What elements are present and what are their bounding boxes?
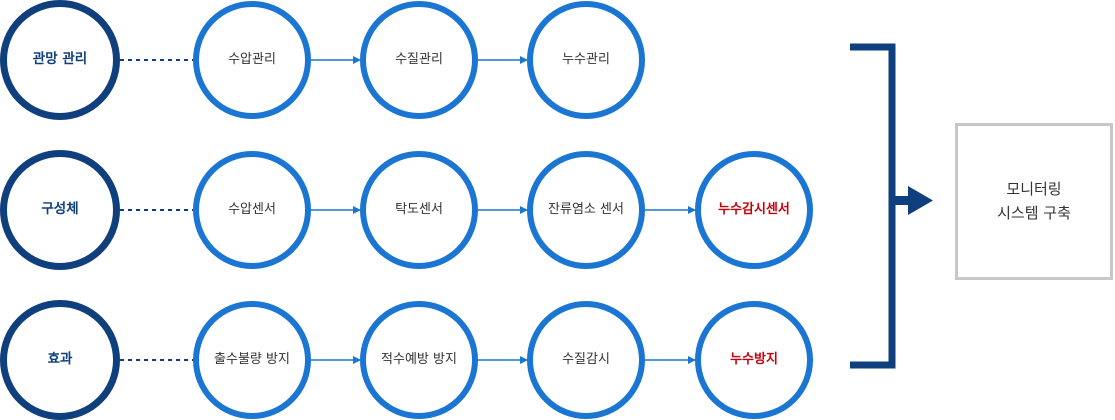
row-head-label: 효과 <box>47 351 73 368</box>
step-label: 수질관리 <box>395 51 443 67</box>
step-label: 수질감시 <box>562 351 610 367</box>
row-head-effects: 효과 <box>0 300 120 420</box>
step-leak-prevention: 누수방지 <box>695 301 813 419</box>
step-leak-management: 누수관리 <box>527 1 645 119</box>
result-line-2: 시스템 구축 <box>997 203 1071 222</box>
step-label: 누수방지 <box>730 351 778 367</box>
row-head-label: 구성체 <box>41 201 79 218</box>
step-label: 출수불량 방지 <box>214 351 290 367</box>
result-monitoring-system: 모니터링 시스템 구축 <box>955 123 1113 280</box>
step-label: 수압관리 <box>228 51 276 67</box>
step-label: 누수감시센서 <box>718 201 790 217</box>
merge-arrow-shaft <box>892 196 910 205</box>
row-head-network-management: 관망 관리 <box>0 0 120 120</box>
step-label: 잔류염소 센서 <box>548 201 624 217</box>
merge-bracket <box>850 43 896 369</box>
row-head-label: 관망 관리 <box>32 51 88 68</box>
row-head-components: 구성체 <box>0 150 120 270</box>
step-red-water-prevention: 적수예방 방지 <box>360 301 478 419</box>
step-label: 수압센서 <box>228 201 276 217</box>
step-label: 누수관리 <box>562 51 610 67</box>
step-chlorine-sensor: 잔류염소 센서 <box>527 151 645 269</box>
step-supply-failure-prevention: 출수불량 방지 <box>193 301 311 419</box>
step-label: 적수예방 방지 <box>381 351 457 367</box>
step-turbidity-sensor: 탁도센서 <box>360 151 478 269</box>
step-quality-management: 수질관리 <box>360 1 478 119</box>
result-line-1: 모니터링 <box>1006 180 1062 199</box>
step-pressure-management: 수압관리 <box>193 1 311 119</box>
merge-arrow-head <box>908 186 933 215</box>
step-quality-monitoring: 수질감시 <box>527 301 645 419</box>
step-leak-sensor: 누수감시센서 <box>695 151 813 269</box>
step-pressure-sensor: 수압센서 <box>193 151 311 269</box>
step-label: 탁도센서 <box>395 201 443 217</box>
